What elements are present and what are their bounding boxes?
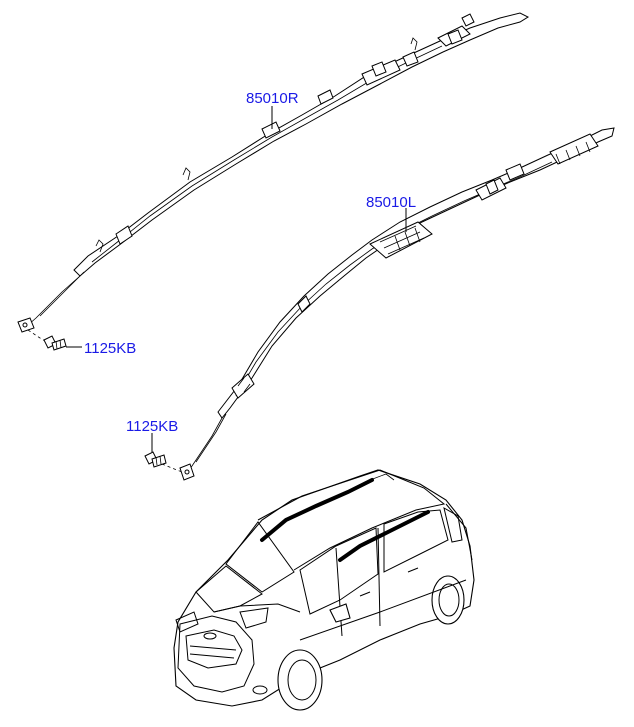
bolt-right xyxy=(27,329,67,351)
label-85010l: 85010L xyxy=(366,194,416,211)
label-85010r: 85010R xyxy=(246,90,299,107)
label-1125kb-left: 1125KB xyxy=(126,418,178,435)
curtain-airbag-right xyxy=(17,12,530,333)
curtain-airbag-left xyxy=(179,127,615,481)
label-1125kb-right: 1125KB xyxy=(84,340,136,357)
bolt-left xyxy=(144,451,183,473)
vehicle-illustration xyxy=(173,469,475,711)
